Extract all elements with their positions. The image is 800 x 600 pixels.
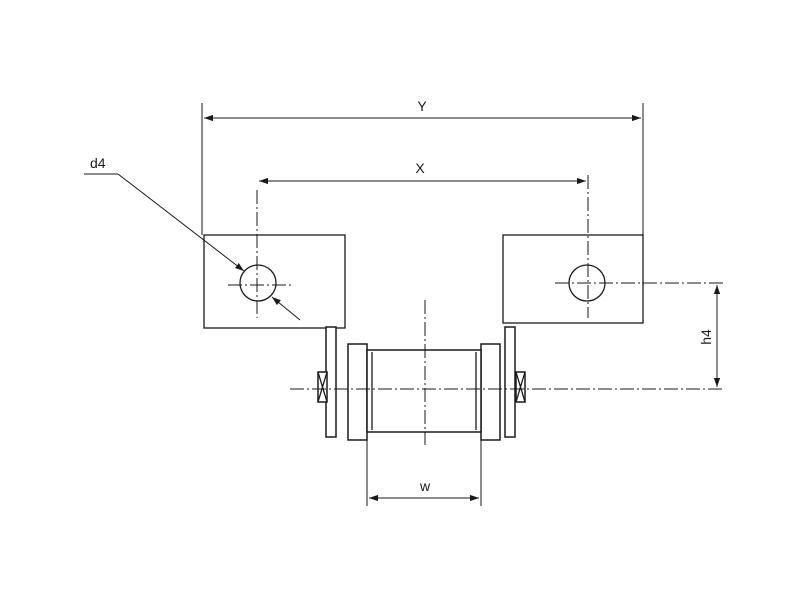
right-outer-link-plate bbox=[504, 326, 516, 438]
left-inner-link-plate bbox=[347, 343, 368, 441]
d4-leader-return bbox=[271, 296, 301, 321]
y-label: Y bbox=[417, 98, 427, 114]
d4-leader-line bbox=[117, 173, 245, 272]
d4-label: d4 bbox=[90, 155, 106, 171]
h4-label: h4 bbox=[698, 329, 714, 345]
x-label: X bbox=[415, 160, 425, 176]
right-inner-link-plate bbox=[480, 343, 501, 441]
roller bbox=[366, 349, 482, 433]
left-attachment-plate bbox=[203, 234, 346, 329]
right-attachment-plate bbox=[502, 234, 644, 324]
left-hole bbox=[239, 264, 277, 302]
w-label: w bbox=[419, 478, 431, 494]
